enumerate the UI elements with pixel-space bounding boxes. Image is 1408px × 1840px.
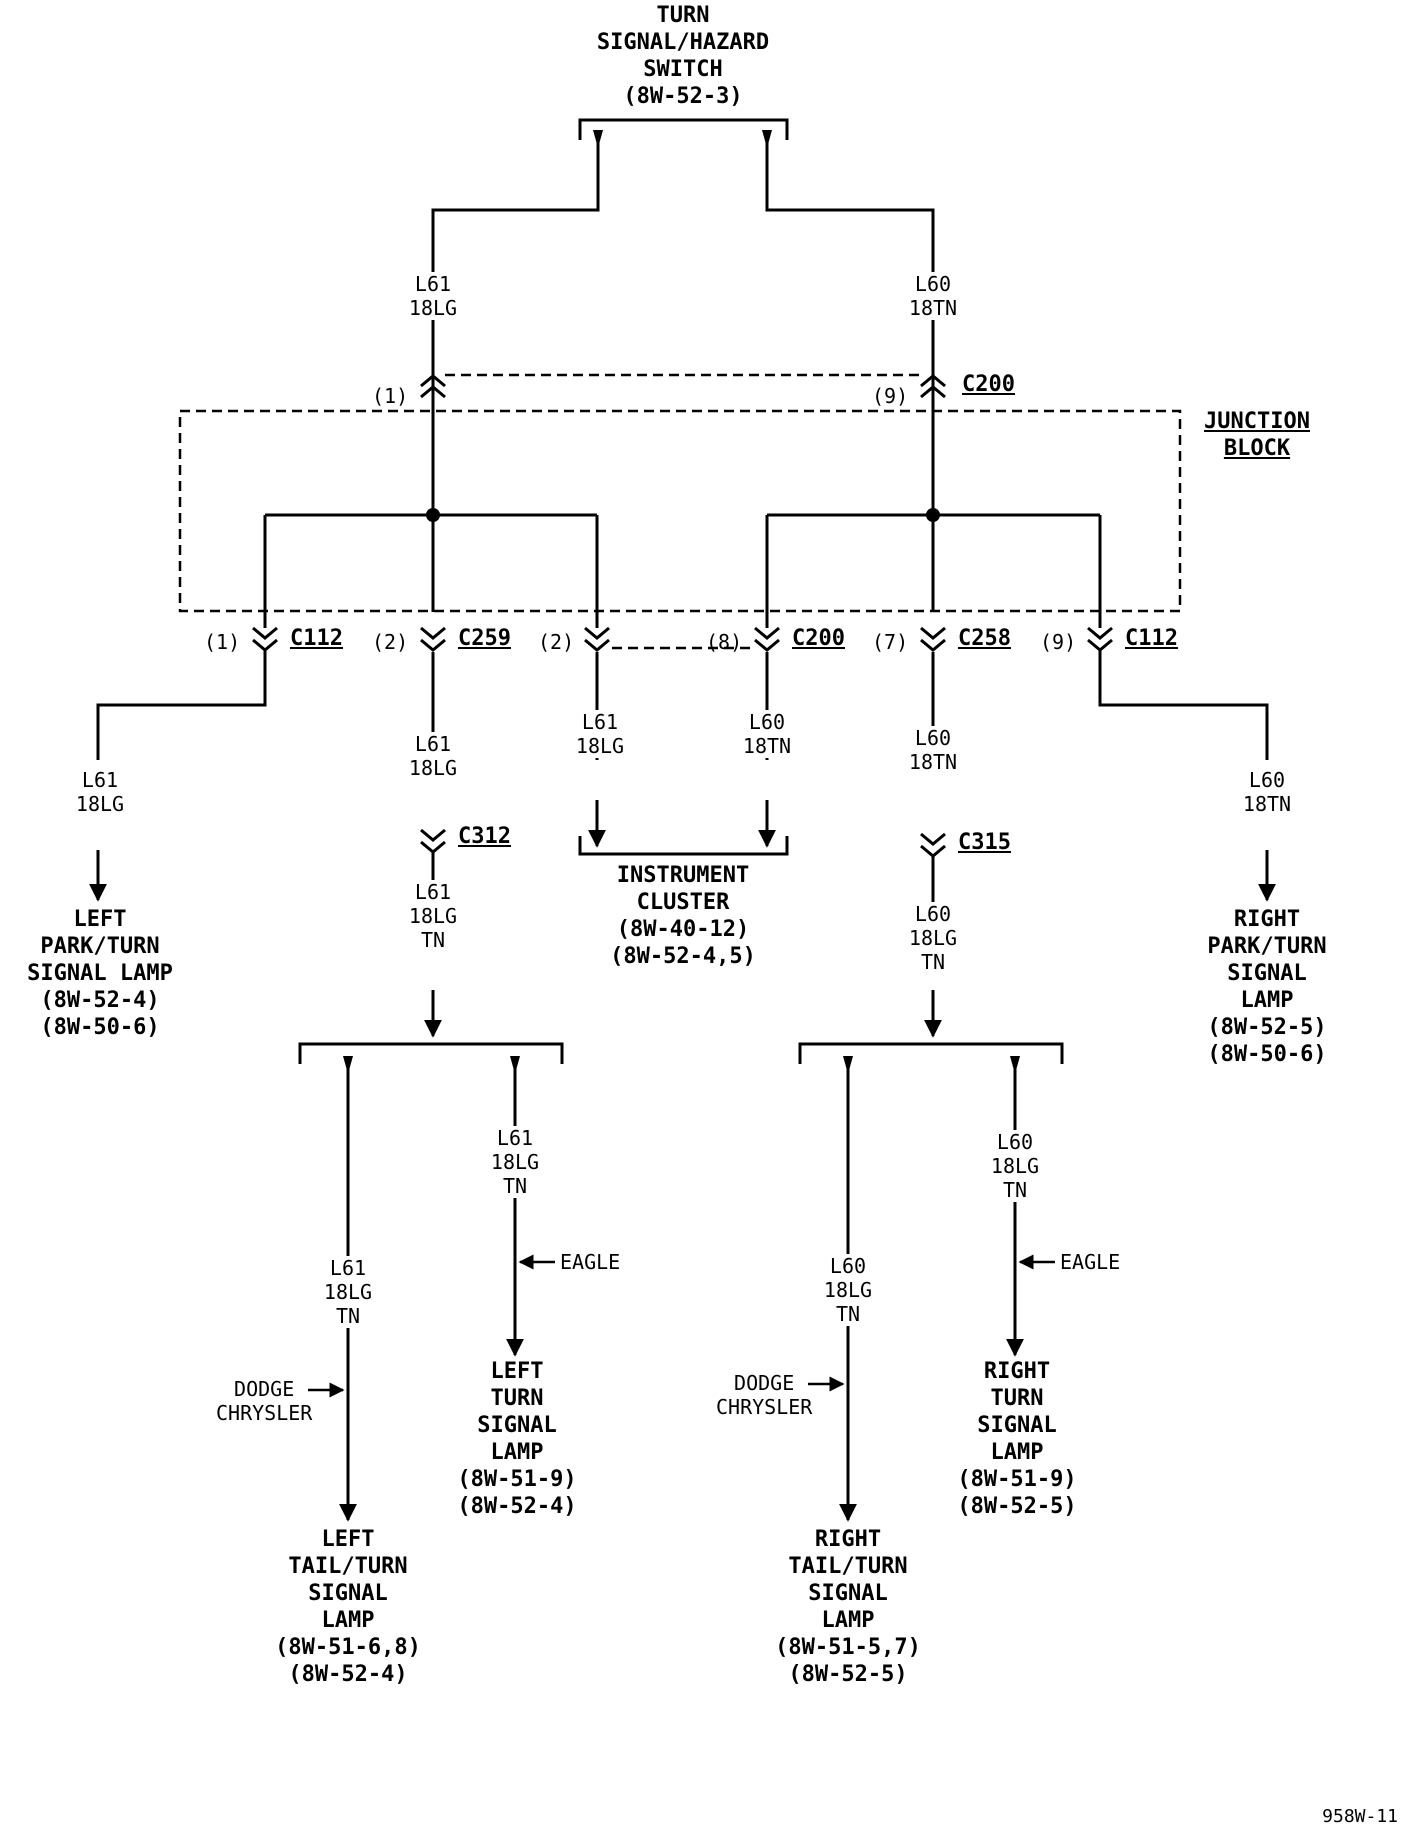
cluster-bracket (578, 836, 789, 856)
connector-c200-top: C200 (962, 372, 1015, 397)
pin-9-top: (9) (872, 384, 909, 408)
wire-label-switch-right: L60 18TN (908, 272, 958, 320)
c259-chevron (420, 626, 446, 652)
switch-pin-right (762, 130, 772, 148)
wire-label-right-turn: L60 18LG TN (990, 1130, 1040, 1202)
wire-label-c112-left: L61 18LG (75, 768, 125, 816)
pin-9-right: (9) (1040, 630, 1077, 654)
connector-c112-right: C112 (1125, 626, 1178, 651)
note-dodge-chrysler-right: DODGE CHRYSLER (716, 1371, 813, 1419)
c312-chevron (420, 828, 446, 854)
wire-label-c258: L60 18TN (908, 726, 958, 774)
right-turn-lamp-label: RIGHT TURN SIGNAL LAMP (8W-51-9) (8W-52-… (957, 1359, 1077, 1519)
wire-label-switch-left: L61 18LG (408, 272, 458, 320)
switch-bracket (578, 118, 789, 140)
c200-top-right-chevron (920, 374, 946, 399)
figure-id: 958W-11 (1322, 1806, 1398, 1827)
wire-l61-switch (431, 130, 600, 275)
c200-pin2-chevron (584, 626, 610, 652)
pin-1-left: (1) (204, 630, 241, 654)
pin-2-c259: (2) (372, 630, 409, 654)
splice-right (926, 508, 940, 522)
wire-label-c312: L61 18LG TN (408, 880, 458, 952)
c200-top-left-chevron (420, 374, 446, 399)
c200-pin8-chevron (754, 626, 780, 652)
instrument-cluster-label: INSTRUMENT CLUSTER (8W-40-12) (8W-52-4,5… (610, 863, 756, 969)
wire-label-c259: L61 18LG (408, 732, 458, 780)
wire-label-left-tail: L61 18LG TN (323, 1256, 373, 1328)
right-lamp-bracket (798, 1042, 1064, 1064)
connector-c112-left: C112 (290, 626, 343, 651)
note-dodge-chrysler-left: DODGE CHRYSLER (216, 1377, 313, 1425)
left-lamp-pin-2 (510, 1056, 520, 1074)
junction-block-outline (178, 409, 1182, 613)
left-lamp-bracket (298, 1042, 564, 1064)
left-tail-turn-lamp-label: LEFT TAIL/TURN SIGNAL LAMP (8W-51-6,8) (… (275, 1527, 421, 1687)
wire-label-right-tail: L60 18LG TN (823, 1254, 873, 1326)
connector-c312: C312 (458, 824, 511, 849)
connector-c259: C259 (458, 626, 511, 651)
wire-label-cluster-left: L61 18LG (575, 710, 625, 758)
connector-c315: C315 (958, 830, 1011, 855)
wire-label-c315: L60 18LG TN (908, 902, 958, 974)
wire-l60-switch (765, 130, 935, 275)
right-park-turn-lamp-label: RIGHT PARK/TURN SIGNAL LAMP (8W-52-5) (8… (1207, 907, 1327, 1067)
wire-label-left-turn: L61 18LG TN (490, 1126, 540, 1198)
note-eagle-right: EAGLE (1060, 1250, 1121, 1274)
left-turn-lamp-label: LEFT TURN SIGNAL LAMP (8W-51-9) (8W-52-4… (457, 1359, 577, 1519)
wire-left-park (96, 650, 267, 760)
right-lamp-pin-2 (1010, 1056, 1020, 1074)
wire-right-park (1098, 650, 1269, 760)
pin-2-cluster: (2) (538, 630, 575, 654)
pin-1-top: (1) (372, 384, 409, 408)
wire-label-c112-right: L60 18TN (1242, 768, 1292, 816)
c112-right-chevron (1087, 626, 1113, 652)
switch-pin-left (593, 130, 603, 148)
c112-left-chevron (252, 626, 278, 652)
wire-label-cluster-right: L60 18TN (742, 710, 792, 758)
c258-chevron (920, 626, 946, 652)
pin-7: (7) (872, 630, 909, 654)
note-eagle-left: EAGLE (560, 1250, 621, 1274)
splice-left (426, 508, 440, 522)
connector-c258: C258 (958, 626, 1011, 651)
turn-signal-hazard-switch-label: TURN SIGNAL/HAZARD SWITCH (8W-52-3) (596, 3, 770, 109)
pin-8: (8) (706, 630, 743, 654)
c315-chevron (920, 832, 946, 858)
connector-c200-bottom: C200 (792, 626, 845, 651)
left-lamp-pin-1 (343, 1056, 353, 1074)
right-lamp-pin-1 (843, 1056, 853, 1074)
left-park-turn-lamp-label: LEFT PARK/TURN SIGNAL LAMP (8W-52-4) (8W… (27, 907, 173, 1040)
junction-block-label: JUNCTION BLOCK (1204, 409, 1310, 461)
right-tail-turn-lamp-label: RIGHT TAIL/TURN SIGNAL LAMP (8W-51-5,7) … (775, 1527, 921, 1687)
